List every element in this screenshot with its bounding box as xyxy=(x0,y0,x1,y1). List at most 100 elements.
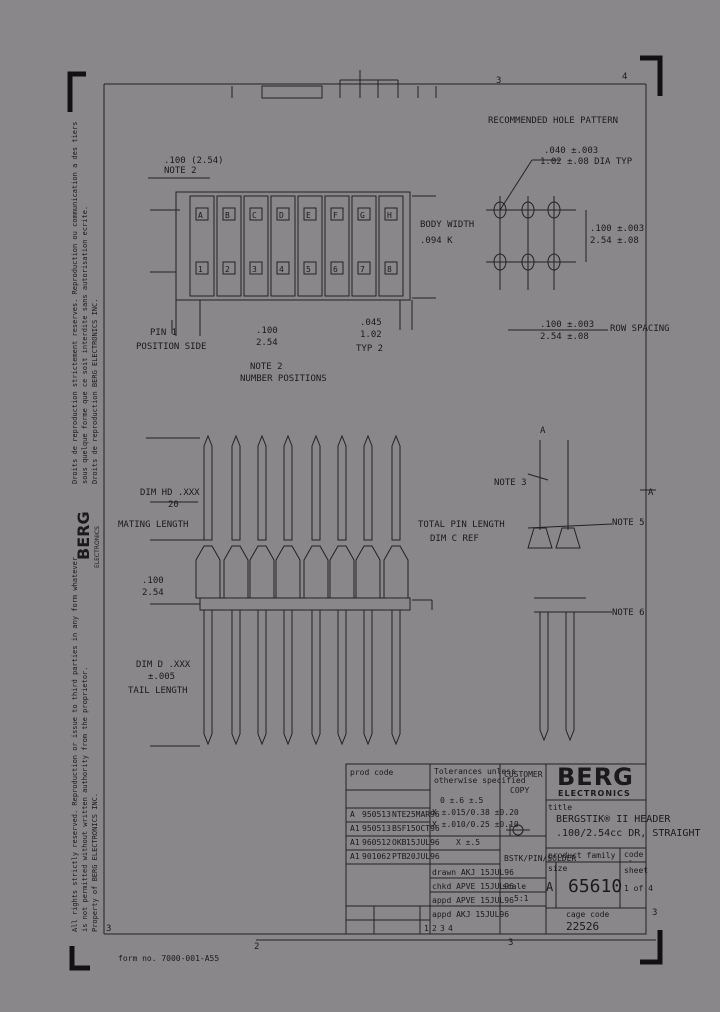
side-pin xyxy=(223,434,249,746)
top-pin-label-a: A xyxy=(198,211,203,220)
small-cell: 3 xyxy=(440,924,445,933)
side-view-pins xyxy=(195,434,409,746)
total-pin-ref: DIM C REF xyxy=(430,534,479,544)
drawing-number: 65610 xyxy=(568,876,623,897)
top-pin-label-b: 2 xyxy=(225,265,230,274)
top-pin-label-b: 7 xyxy=(360,265,365,274)
pin1-label: PIN 1 xyxy=(150,328,178,338)
top-pin-label-a: B xyxy=(225,211,230,220)
top-pin-label-a: H xyxy=(387,211,392,220)
scale-value: 5:1 xyxy=(514,894,529,903)
top-pin-label-b: 4 xyxy=(279,265,284,274)
top-pin-pair: D4 xyxy=(270,195,296,297)
copyright-text-3: Droits de reproduction BERG ELECTRONICS … xyxy=(91,298,99,484)
berg-logo: BERG xyxy=(557,763,634,791)
rights-text-3: Property of BERG ELECTRONICS INC. xyxy=(91,792,99,932)
body-width-dim: .094 K xyxy=(420,236,453,246)
revision-cell: 15OCT96 xyxy=(406,824,440,833)
hole-circle xyxy=(493,253,507,271)
tolerance-5: X ±.010/0.25 ±0.10 xyxy=(432,820,519,829)
num-positions-label: NUMBER POSITIONS xyxy=(240,374,327,384)
margin-logo: BERG xyxy=(74,511,93,560)
top-pin-pair: G7 xyxy=(351,195,377,297)
hole-circle xyxy=(521,253,535,271)
note5-label: NOTE 5 xyxy=(612,518,645,528)
top-pin-pair: H8 xyxy=(378,195,404,297)
top-pin-pair: C3 xyxy=(243,195,269,297)
tail-dim-2: ±.005 xyxy=(148,672,176,682)
revision-cell: 901062 xyxy=(362,852,391,861)
body-width-label: BODY WIDTH xyxy=(420,220,475,230)
hole-dim-d: 2.54 ±.08 xyxy=(540,332,589,342)
top-pin-label-b: 1 xyxy=(198,265,203,274)
top-view xyxy=(148,177,436,336)
top-pin-label-b: 8 xyxy=(387,265,392,274)
hole-circle xyxy=(521,201,535,219)
revision-cell: 20JUL96 xyxy=(406,852,440,861)
revision-cell: A1 xyxy=(350,852,360,861)
title-line-2: .100/2.54cc DR, STRAIGHT xyxy=(556,828,701,839)
title-line-1: BERGSTIK® II HEADER xyxy=(556,814,671,825)
approved-row-2: appd AKJ 15JUL96 xyxy=(432,910,510,919)
dim-h-20: 20 xyxy=(168,500,179,510)
sheet-label: sheet xyxy=(624,866,649,875)
tail-dim-1: DIM D .XXX xyxy=(136,660,191,670)
pin1-side-label: POSITION SIDE xyxy=(136,342,207,352)
rights-text-2: is not permitted without written authori… xyxy=(81,666,89,932)
top-pin-label-a: F xyxy=(333,211,338,220)
revision-cell: A1 xyxy=(350,838,360,847)
checked-row: chkd APVE 15JUL96 xyxy=(432,882,514,891)
size-label: size xyxy=(548,864,568,873)
revision-cell: 15JUL96 xyxy=(406,838,440,847)
side-dim-100: .100 xyxy=(142,576,164,586)
copyright-text-1: Droits de reproduction strictement reser… xyxy=(71,121,79,484)
side-pin xyxy=(303,434,329,746)
grid-marker-right-a: A xyxy=(648,488,654,498)
title-block-lines xyxy=(345,763,647,935)
note3-label: NOTE 3 xyxy=(494,478,527,488)
small-cell: 2 xyxy=(432,924,437,933)
detail-letter-a: A xyxy=(540,426,546,436)
product-family-label: product family xyxy=(548,851,616,860)
side-pin xyxy=(329,434,355,746)
hole-dia-2: 1.02 ±.08 DIA TYP xyxy=(540,157,633,167)
code-label: code xyxy=(624,850,644,859)
scale-label: scale xyxy=(502,882,527,891)
top-pin-pair: B2 xyxy=(216,195,242,297)
dim-h-label: DIM HD .XXX xyxy=(140,488,200,498)
grid-marker-right-3: 3 xyxy=(652,908,658,918)
drawing-size: A xyxy=(546,880,554,894)
top-pin-label-a: C xyxy=(252,211,257,220)
note2-label: NOTE 2 xyxy=(250,362,283,372)
sheet-value: 1 of 4 xyxy=(624,884,653,893)
rights-text-1: All rights strictly reserved. Reproducti… xyxy=(71,556,79,932)
grid-marker-bottom-3: 3 xyxy=(508,938,514,948)
tolerance-3: 0 ±.6 ±.5 xyxy=(440,796,484,805)
margin-logo-sub: ELECTRONICS xyxy=(94,526,101,568)
pitch-label: .100 (2.54) NOTE 2 xyxy=(164,156,224,176)
side-pin xyxy=(383,434,409,746)
revision-cell: NTE xyxy=(392,810,407,819)
revision-cell: A1 xyxy=(350,824,360,833)
tolerance-2: otherwise specified xyxy=(434,776,526,785)
cage-code-label: cage code xyxy=(566,910,610,919)
tolerance-6: X ±.5 xyxy=(456,838,481,847)
side-view xyxy=(146,437,433,747)
hole-circle xyxy=(547,253,561,271)
total-pin-length-label: TOTAL PIN LENGTH xyxy=(418,520,505,530)
hole-dim-a: .100 ±.003 xyxy=(590,224,645,234)
grid-marker-top-3: 3 xyxy=(496,76,502,86)
revision-cell: 950513 xyxy=(362,810,391,819)
hole-dia-1: .040 ±.003 xyxy=(544,146,599,156)
top-pin-label-b: 5 xyxy=(306,265,311,274)
mating-length-label: MATING LENGTH xyxy=(118,520,189,530)
form-number: form no. 7000-001-A55 xyxy=(118,954,220,963)
side-pin xyxy=(275,434,301,746)
revision-cell: PTB xyxy=(392,852,407,861)
tail-length-label: TAIL LENGTH xyxy=(128,686,188,696)
revision-cell: 950513 xyxy=(362,824,391,833)
top-pin-label-a: D xyxy=(279,211,284,220)
hole-circles xyxy=(493,201,561,271)
side-pin xyxy=(195,434,221,746)
